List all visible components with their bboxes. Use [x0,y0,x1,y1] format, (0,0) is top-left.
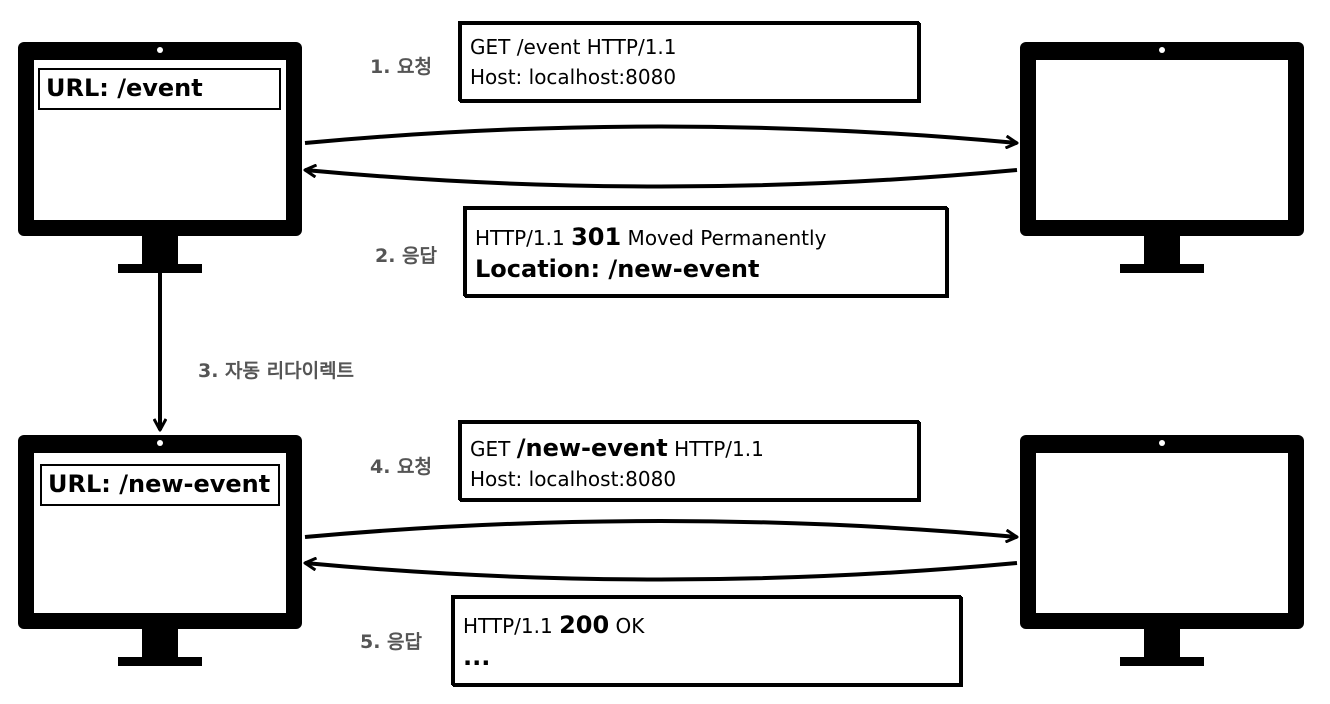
request-message-1: GET /event HTTP/1.1 Host: localhost:8080 [459,22,920,102]
request-4-line-2: Host: localhost:8080 [470,467,677,491]
response-message-5: HTTP/1.1 200 OK ... [452,596,962,686]
step-3-label: 3. 자동 리다이렉트 [198,360,355,382]
url-box-bottom: URL: /new-event [40,464,280,506]
request-message-4: GET /new-event HTTP/1.1 Host: localhost:… [459,421,920,501]
request-4-method: GET [470,437,517,461]
response-2-status-code: 301 [571,223,622,251]
request-arrow-4-icon [304,519,1017,537]
response-arrow-2-icon [305,170,1018,189]
request-4-path: /new-event [516,434,668,462]
response-2-status-line: HTTP/1.1 301 Moved Permanently [475,222,939,253]
response-5-protocol: HTTP/1.1 [463,614,560,638]
step-4-label: 4. 요청 [370,456,433,478]
step-2-label: 2. 응답 [375,245,438,267]
request-1-line-1: GET /event HTTP/1.1 [470,35,677,59]
server-monitor-bottom-icon [1020,435,1304,666]
request-arrow-1-icon [304,124,1017,144]
request-4-version: HTTP/1.1 [667,437,764,461]
request-1-line-2: Host: localhost:8080 [470,65,677,89]
response-2-protocol: HTTP/1.1 [475,226,572,250]
step-1-label: 1. 요청 [370,56,433,78]
server-monitor-top-icon [1020,42,1304,273]
url-box-top: URL: /event [38,68,281,110]
response-2-reason: Moved Permanently [621,226,827,250]
response-2-location-header: Location: /new-event [475,255,760,283]
response-message-2: HTTP/1.1 301 Moved Permanently Location:… [464,207,948,297]
response-5-status-code: 200 [559,611,610,639]
response-5-ellipsis: ... [463,643,491,671]
step-5-label: 5. 응답 [360,631,423,653]
request-4-line-1: GET /new-event HTTP/1.1 [470,433,911,464]
response-5-status-line: HTTP/1.1 200 OK [463,610,953,641]
url-text-bottom: URL: /new-event [48,470,271,498]
url-text-top: URL: /event [46,74,203,102]
response-5-reason: OK [609,614,645,638]
response-arrow-5-icon [305,563,1018,582]
